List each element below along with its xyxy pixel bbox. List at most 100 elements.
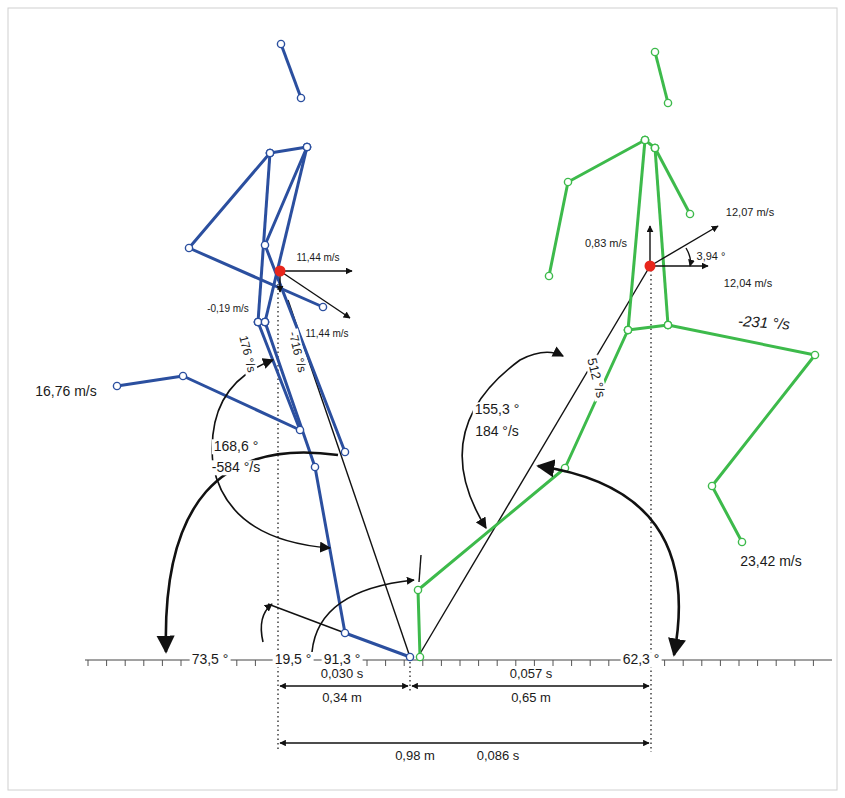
- velocity-value: 11,44 m/s: [294, 252, 341, 263]
- drawing-stroke: [261, 318, 268, 325]
- distance-dimension: 0,34 m: [320, 691, 364, 705]
- drawing-stroke: [280, 685, 408, 686]
- drawing-stroke: [701, 660, 702, 666]
- drawing-stroke: [212, 360, 330, 548]
- velocity-value: -0,19 m/s: [205, 303, 251, 314]
- drawing-stroke: [385, 660, 386, 666]
- drawing-stroke: [166, 452, 338, 652]
- drawing-stroke: [341, 629, 348, 636]
- drawing-stroke: [738, 538, 745, 545]
- drawing-stroke: [641, 136, 648, 143]
- drawing-stroke: [185, 244, 192, 251]
- angle-value: 73,5 °: [190, 652, 231, 667]
- drawing-stroke: [181, 660, 182, 666]
- drawing-stroke: [303, 143, 310, 150]
- drawing-stroke: [628, 140, 645, 330]
- drawing-stroke: [367, 660, 368, 666]
- drawing-stroke: [590, 660, 591, 666]
- drawing-stroke: [277, 275, 278, 752]
- drawing-stroke: [113, 382, 120, 389]
- drawing-stroke: [534, 660, 535, 666]
- drawing-stroke: [720, 660, 721, 666]
- drawing-stroke: [515, 660, 516, 666]
- drawing-stroke: [311, 463, 318, 470]
- velocity-value: 16,76 m/s: [33, 384, 98, 399]
- drawing-stroke: [261, 318, 268, 325]
- angle-value: 62,3 °: [621, 652, 662, 667]
- drawing-stroke: [624, 326, 631, 333]
- drawing-stroke: [261, 241, 268, 248]
- drawing-stroke: [650, 270, 651, 752]
- drawing-stroke: [608, 660, 609, 666]
- angle-value: 155,3 °: [473, 402, 522, 417]
- angle-value: 3,94 °: [695, 250, 728, 262]
- drawing-stroke: [624, 326, 631, 333]
- drawing-stroke: [409, 662, 410, 692]
- drawing-stroke: [125, 660, 126, 666]
- drawing-stroke: [404, 660, 405, 666]
- angle-arcs: [166, 352, 679, 655]
- drawing-stroke: [162, 660, 163, 666]
- drawing-stroke: [88, 660, 89, 666]
- angular-velocity: -584 °/s: [210, 460, 262, 475]
- drawing-stroke: [106, 660, 107, 666]
- drawing-stroke: [664, 99, 671, 106]
- drawing-stroke: [312, 580, 414, 652]
- drawing-stroke: [739, 660, 740, 666]
- drawing-stroke: [265, 147, 345, 452]
- drawing-stroke: [254, 318, 261, 325]
- drawing-stroke: [254, 318, 261, 325]
- drawing-stroke: [281, 44, 301, 98]
- drawing-stroke: [668, 325, 815, 542]
- drawing-stroke: [179, 372, 186, 379]
- drawing-stroke: [255, 660, 256, 666]
- drawing-stroke: [664, 321, 671, 328]
- angular-velocity: 176 °/s: [236, 332, 259, 375]
- drawing-stroke: [419, 555, 421, 582]
- green-figure: [414, 48, 818, 660]
- time-dimension: 0,086 s: [475, 749, 522, 763]
- drawing-stroke: [270, 147, 307, 153]
- velocity-value: 23,42 m/s: [738, 554, 803, 569]
- center-of-mass: [275, 266, 286, 277]
- drawing-stroke: [414, 586, 421, 593]
- angle-value: 91,3 °: [322, 652, 363, 667]
- drawing-stroke: [628, 325, 668, 330]
- distance-dimension: 0,65 m: [509, 691, 553, 705]
- drawing-stroke: [811, 351, 818, 358]
- drawing-stroke: [757, 660, 758, 666]
- drawing-stroke: [683, 660, 684, 666]
- drawing-stroke: [650, 265, 708, 266]
- drawing-stroke: [686, 210, 693, 217]
- drawing-stroke: [266, 149, 273, 156]
- drawing-stroke: [655, 52, 668, 103]
- reference-lines: [268, 266, 650, 657]
- drawing-stroke: [297, 94, 304, 101]
- drawing-stroke: [641, 136, 648, 143]
- drawing-stroke: [296, 426, 303, 433]
- drawing-stroke: [319, 303, 326, 310]
- drawing-stroke: [117, 322, 300, 430]
- drawing-stroke: [794, 660, 795, 666]
- drawing-stroke: [664, 660, 665, 666]
- drawing-stroke: [641, 136, 648, 143]
- center-of-mass: [645, 261, 656, 272]
- drawing-stroke: [655, 148, 690, 214]
- distance-dimension: 0,98 m: [393, 749, 437, 763]
- drawing-stroke: [280, 742, 649, 743]
- time-dimension: 0,030 s: [319, 667, 366, 681]
- velocity-value: 12,07 m/s: [724, 206, 776, 218]
- drawing-stroke: [261, 318, 268, 325]
- drawing-stroke: [664, 321, 671, 328]
- drawing-stroke: [412, 685, 649, 686]
- angle-value: 168,6 °: [212, 439, 261, 454]
- drawing-stroke: [651, 144, 658, 151]
- drawing-stroke: [422, 660, 423, 666]
- drawing-stroke: [651, 144, 658, 151]
- drawing-stroke: [189, 153, 323, 307]
- angular-velocity: -231 °/s: [736, 313, 793, 333]
- drawing-stroke: [553, 660, 554, 666]
- frame: [8, 8, 837, 790]
